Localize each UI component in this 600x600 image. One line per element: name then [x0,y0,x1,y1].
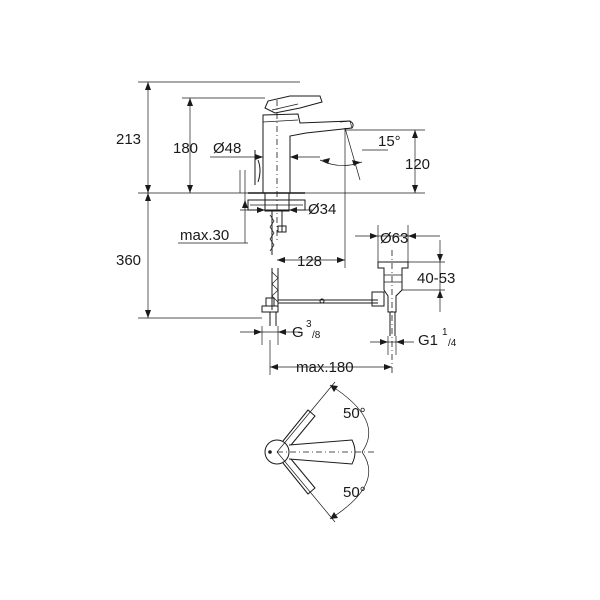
label-projection: 128 [297,253,322,270]
label-waste-range: 40-53 [417,270,455,287]
faucet-body [262,113,354,194]
faucet-elevation [254,95,354,240]
lever-upper [282,409,316,446]
label-outlet-height: 120 [405,156,430,173]
popup-rod [278,298,378,304]
waste-thread-sup: 1 [442,327,448,338]
lever-handle [264,95,323,114]
label-max-width: max.180 [296,359,354,376]
supply-thread-sup: 3 [306,319,312,330]
label-body-diameter: Ø48 [213,140,241,157]
supply-thread-main: G [292,324,304,341]
label-max-deck: max.30 [180,227,229,244]
label-waste-thread: G1 1 /4 [418,327,457,349]
waste-thread-sub: /4 [448,338,457,349]
flex-hoses [261,211,287,326]
lever-lower [282,458,316,495]
plan-view [264,381,375,523]
waste-assembly [371,250,409,375]
dimension-lines [138,81,445,375]
label-spout-height: 180 [173,140,198,157]
waste-thread-main: G1 [418,332,438,349]
label-supply-thread: G 3 /8 [292,319,321,341]
label-rotation-top: 50° [343,405,366,422]
label-hole-diameter: Ø34 [308,201,336,218]
label-spout-angle: 15° [378,133,401,150]
supply-thread-sub: /8 [312,330,321,341]
label-waste-diameter: Ø63 [380,230,408,247]
label-below-deck: 360 [116,252,141,269]
label-rotation-bottom: 50° [343,484,366,501]
label-overall-height: 213 [116,131,141,148]
